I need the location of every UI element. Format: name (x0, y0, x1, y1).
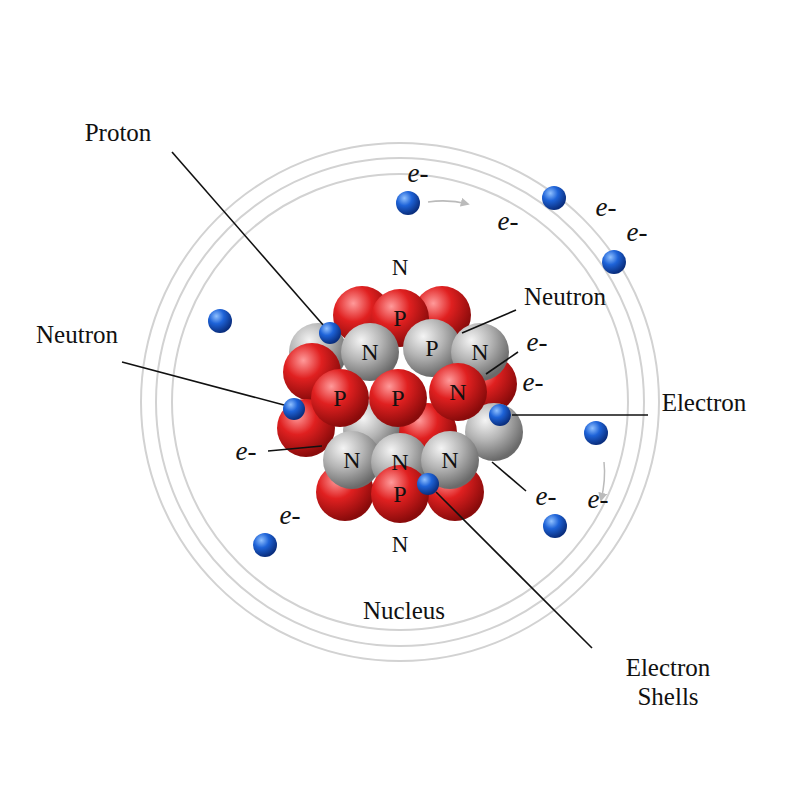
leader-line (462, 310, 516, 333)
particle-letter: P (333, 386, 346, 410)
particle-letter: P (391, 386, 404, 410)
leader-line (486, 352, 518, 374)
leader-line (172, 152, 324, 326)
leader-line (436, 492, 592, 648)
electron-shells (141, 143, 659, 661)
electron-symbol: e- (527, 327, 548, 358)
electron-symbol: e- (408, 158, 429, 189)
particle-letter: N (343, 448, 360, 472)
ball-fill (429, 363, 487, 421)
leader-line (512, 414, 648, 416)
electron-symbol: e- (523, 367, 544, 398)
particle-letter: P (425, 336, 438, 360)
proton-ball: P (310, 368, 370, 428)
electron-symbol: e- (498, 206, 519, 237)
part-label: Neutron (36, 321, 118, 350)
nucleus-back (277, 286, 523, 521)
leader-line (122, 362, 284, 405)
particle-letter: N (441, 448, 458, 472)
leader-line (268, 446, 322, 451)
electron-symbol: e- (536, 481, 557, 512)
electron-symbol: e- (280, 500, 301, 531)
electron-symbol: e- (588, 484, 609, 515)
part-label: Neutron (524, 283, 606, 312)
part-label: Electron (662, 389, 747, 418)
particle-letter: N (471, 340, 488, 364)
ball-fill (311, 369, 369, 427)
shell-arrows (428, 201, 605, 500)
electron-symbol: e- (627, 217, 648, 248)
proton-ball: N (428, 362, 488, 422)
leader-line (492, 462, 526, 491)
particle-letter: P (393, 306, 406, 330)
proton-ball: P (368, 368, 428, 428)
electron-symbol: e- (236, 436, 257, 467)
particle-letter: P (393, 482, 406, 506)
electrons (208, 186, 626, 557)
part-label: Electron Shells (603, 654, 733, 712)
ball-fill (371, 465, 429, 523)
part-label: Proton (85, 119, 152, 148)
leader-lines (122, 152, 648, 648)
neutron-letter: N (392, 532, 409, 558)
part-label: Nucleus (363, 597, 445, 626)
electron-symbol: e- (596, 192, 617, 223)
particle-letter: N (361, 340, 378, 364)
ball-fill (369, 369, 427, 427)
particle-letter: N (449, 380, 466, 404)
neutron-letter: N (392, 255, 409, 281)
nucleus-electrons (283, 322, 511, 495)
ball-fill (421, 431, 479, 489)
particle-letter: N (391, 450, 408, 474)
neutron-ball: N (420, 430, 480, 490)
